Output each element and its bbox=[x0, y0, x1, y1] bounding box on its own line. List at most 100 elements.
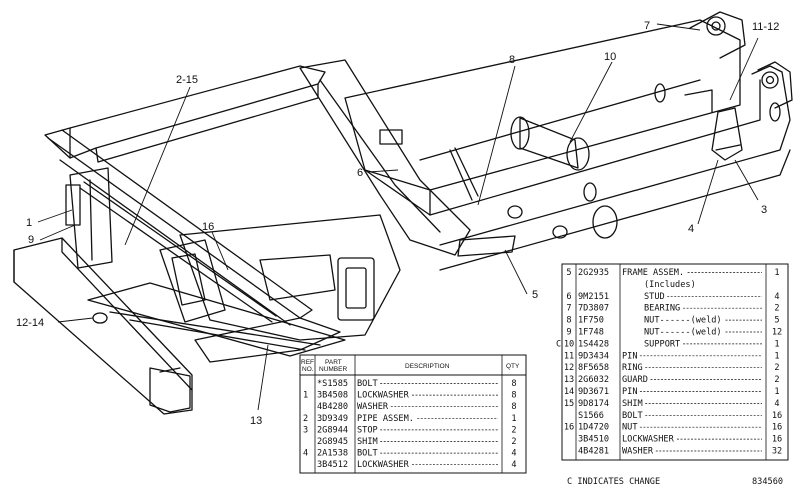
left-row-desc: LOCKWASHER bbox=[357, 460, 410, 470]
right-row-qty: 16 bbox=[772, 411, 782, 421]
right-row-ref: 5 bbox=[566, 268, 571, 278]
left-row-desc: PIPE ASSEM. bbox=[357, 414, 414, 424]
right-row-part: S1566 bbox=[578, 411, 604, 421]
right-row-desc: SUPPORT bbox=[644, 339, 680, 349]
callout-1: 1 bbox=[26, 217, 32, 229]
right-side-rail bbox=[439, 65, 791, 246]
right-row-qty: 16 bbox=[772, 423, 782, 433]
right-row-part: 9D3671 bbox=[578, 387, 609, 397]
header-part-2: NUMBER bbox=[319, 366, 347, 373]
right-row-qty: 4 bbox=[774, 292, 779, 302]
right-row-part: 3B4510 bbox=[578, 435, 609, 445]
leader-lines bbox=[37, 23, 759, 411]
right-row-desc: BEARING bbox=[644, 304, 680, 314]
callout-12-14: 12-14 bbox=[16, 317, 44, 329]
left-row-desc: LOCKWASHER bbox=[357, 391, 410, 401]
right-row-part: 1F748 bbox=[578, 328, 604, 338]
right-row-ref: 9 bbox=[566, 328, 571, 338]
right-row-desc: RING bbox=[622, 363, 643, 373]
left-row-qty: 8 bbox=[511, 379, 516, 389]
right-row-ref: 8 bbox=[566, 316, 571, 326]
callout-5: 5 bbox=[532, 289, 538, 301]
right-row-qty: 2 bbox=[774, 304, 779, 314]
right-row-change-mark: C bbox=[556, 339, 561, 349]
right-row-ref: 13 bbox=[564, 375, 574, 385]
left-row-ref: 1 bbox=[303, 391, 308, 401]
header-description: DESCRIPTION bbox=[405, 363, 450, 370]
right-row-part: 8F5658 bbox=[578, 363, 609, 373]
right-row-desc: PIN bbox=[622, 387, 638, 397]
left-row-desc: WASHER bbox=[357, 402, 389, 412]
left-row-part: 2G8944 bbox=[317, 425, 348, 435]
right-row-desc: GUARD bbox=[622, 375, 648, 385]
right-row-ref: 10 bbox=[564, 339, 574, 349]
lower-guard bbox=[194, 317, 341, 363]
callout-3: 3 bbox=[761, 204, 767, 216]
right-row-desc: BOLT bbox=[622, 411, 643, 421]
right-row-part: 2G6032 bbox=[578, 375, 609, 385]
right-row-part: 1D4720 bbox=[578, 423, 609, 433]
header-qty: QTY bbox=[506, 363, 520, 370]
left-row-qty: 8 bbox=[511, 391, 516, 401]
right-row-qty: 4 bbox=[774, 399, 779, 409]
right-row-qty: 1 bbox=[774, 351, 779, 361]
left-row-part: 3D9349 bbox=[317, 414, 348, 424]
right-row-ref: 11 bbox=[564, 351, 574, 361]
callout-7: 7 bbox=[644, 20, 650, 32]
header-ref-2: NO. bbox=[302, 366, 314, 373]
left-row-part: *S1585 bbox=[317, 379, 348, 389]
right-row-part: 9D8174 bbox=[578, 399, 609, 409]
right-row-desc: LOCKWASHER bbox=[622, 435, 675, 445]
callout-10: 10 bbox=[604, 51, 616, 63]
left-row-part: 2G8945 bbox=[317, 437, 348, 447]
header-part-1: PART bbox=[325, 359, 342, 366]
right-row-desc: NUT------(weld) bbox=[644, 316, 722, 326]
left-row-desc: STOP bbox=[357, 425, 378, 435]
right-row-desc: NUT bbox=[622, 423, 638, 433]
right-row-qty: 2 bbox=[774, 363, 779, 373]
right-row-desc: FRAME ASSEM. bbox=[622, 268, 684, 278]
right-row-ref: 16 bbox=[564, 423, 574, 433]
left-row-qty: 2 bbox=[511, 425, 516, 435]
right-row-qty: 16 bbox=[772, 435, 782, 445]
callout-9: 9 bbox=[28, 234, 34, 246]
rear-bracket-3 bbox=[711, 107, 743, 161]
left-row-ref: 2 bbox=[303, 414, 308, 424]
right-row-desc: NUT------(weld) bbox=[644, 328, 722, 338]
right-row-desc: PIN bbox=[622, 351, 638, 361]
left-bracket bbox=[69, 167, 113, 269]
callout-16: 16 bbox=[202, 221, 214, 233]
right-row-part: 9M2151 bbox=[578, 292, 609, 302]
rear-lift-arm bbox=[689, 11, 746, 59]
left-row-desc: BOLT bbox=[357, 379, 378, 389]
left-row-desc: BOLT bbox=[357, 449, 378, 459]
left-row-qty: 4 bbox=[511, 460, 516, 470]
right-row-qty: 2 bbox=[774, 375, 779, 385]
right-row-qty: 32 bbox=[772, 447, 782, 457]
right-row-ref: 6 bbox=[566, 292, 571, 302]
right-row-part: 1F750 bbox=[578, 316, 604, 326]
left-row-part: 3B4512 bbox=[317, 460, 348, 470]
left-row-ref: 4 bbox=[303, 449, 308, 459]
right-row-part: 2G2935 bbox=[578, 268, 609, 278]
right-row-qty: 1 bbox=[774, 268, 779, 278]
right-row-ref: 14 bbox=[564, 387, 574, 397]
support-cylinder bbox=[519, 117, 579, 169]
center-housing bbox=[179, 214, 401, 341]
left-row-qty: 8 bbox=[511, 402, 516, 412]
left-row-part: 3B4508 bbox=[317, 391, 348, 401]
left-row-desc: SHIM bbox=[357, 437, 378, 447]
left-row-qty: 2 bbox=[511, 437, 516, 447]
front-cross-tube bbox=[47, 129, 313, 319]
right-row-qty: 1 bbox=[774, 387, 779, 397]
right-row-desc: SHIM bbox=[622, 399, 643, 409]
right-row-ref: 7 bbox=[566, 304, 571, 314]
figure-number: 834560 bbox=[752, 477, 783, 487]
right-row-qty: 12 bbox=[772, 328, 782, 338]
right-row-part: 7D3807 bbox=[578, 304, 609, 314]
lower-floor-plate bbox=[87, 282, 346, 357]
central-tower bbox=[299, 59, 471, 256]
